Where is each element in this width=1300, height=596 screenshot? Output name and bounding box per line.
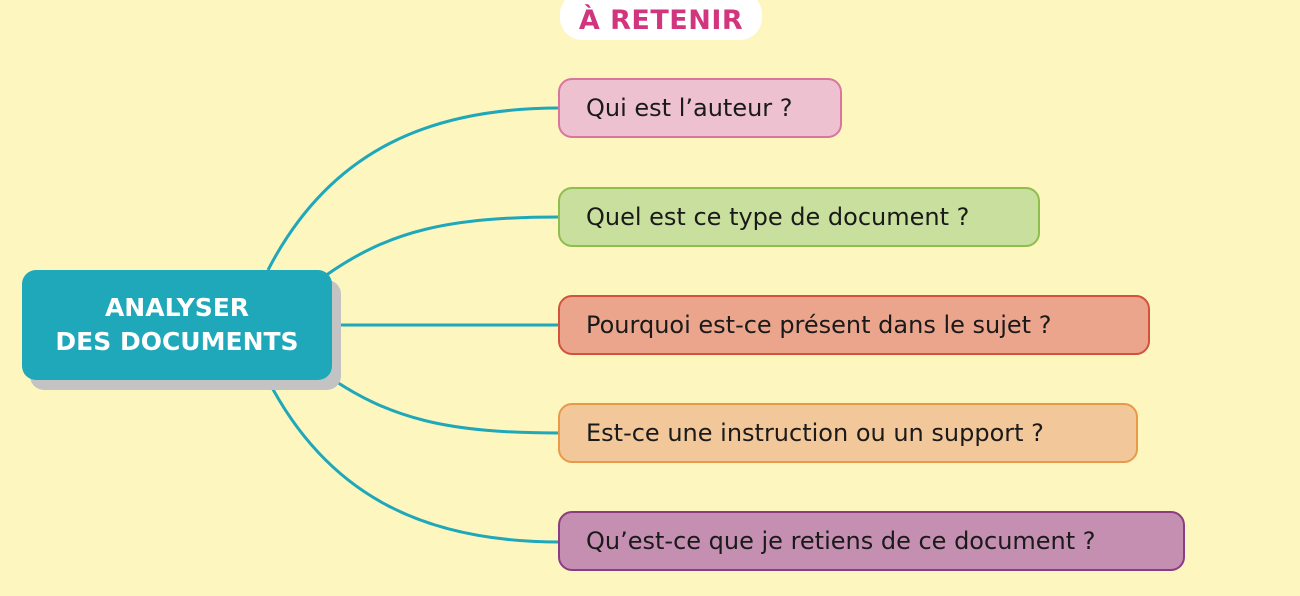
branch-label: Est-ce une instruction ou un support ? xyxy=(586,419,1044,447)
center-node-line1: ANALYSER xyxy=(104,293,250,322)
branch-label: Qu’est-ce que je retiens de ce document … xyxy=(586,527,1096,555)
center-node: ANALYSER DES DOCUMENTS xyxy=(22,270,332,380)
connector-line-2 xyxy=(324,215,561,278)
center-node-line2: DES DOCUMENTS xyxy=(55,327,299,356)
branch-node-document-type: Quel est ce type de document ? xyxy=(558,187,1040,247)
branch-node-purpose: Pourquoi est-ce présent dans le sujet ? xyxy=(558,295,1150,355)
header-title: À RETENIR xyxy=(578,4,744,36)
branch-label: Pourquoi est-ce présent dans le sujet ? xyxy=(586,311,1052,339)
branch-node-instruction-or-support: Est-ce une instruction ou un support ? xyxy=(558,403,1138,463)
branch-node-author: Qui est l’auteur ? xyxy=(558,78,842,138)
branch-label: Qui est l’auteur ? xyxy=(586,94,793,122)
connector-line-5 xyxy=(266,379,561,544)
header-tab: À RETENIR xyxy=(560,0,762,40)
branch-node-takeaway: Qu’est-ce que je retiens de ce document … xyxy=(558,511,1185,571)
branch-label: Quel est ce type de document ? xyxy=(586,203,970,231)
connector-line-4 xyxy=(324,372,561,435)
connector-line-1 xyxy=(266,106,561,271)
